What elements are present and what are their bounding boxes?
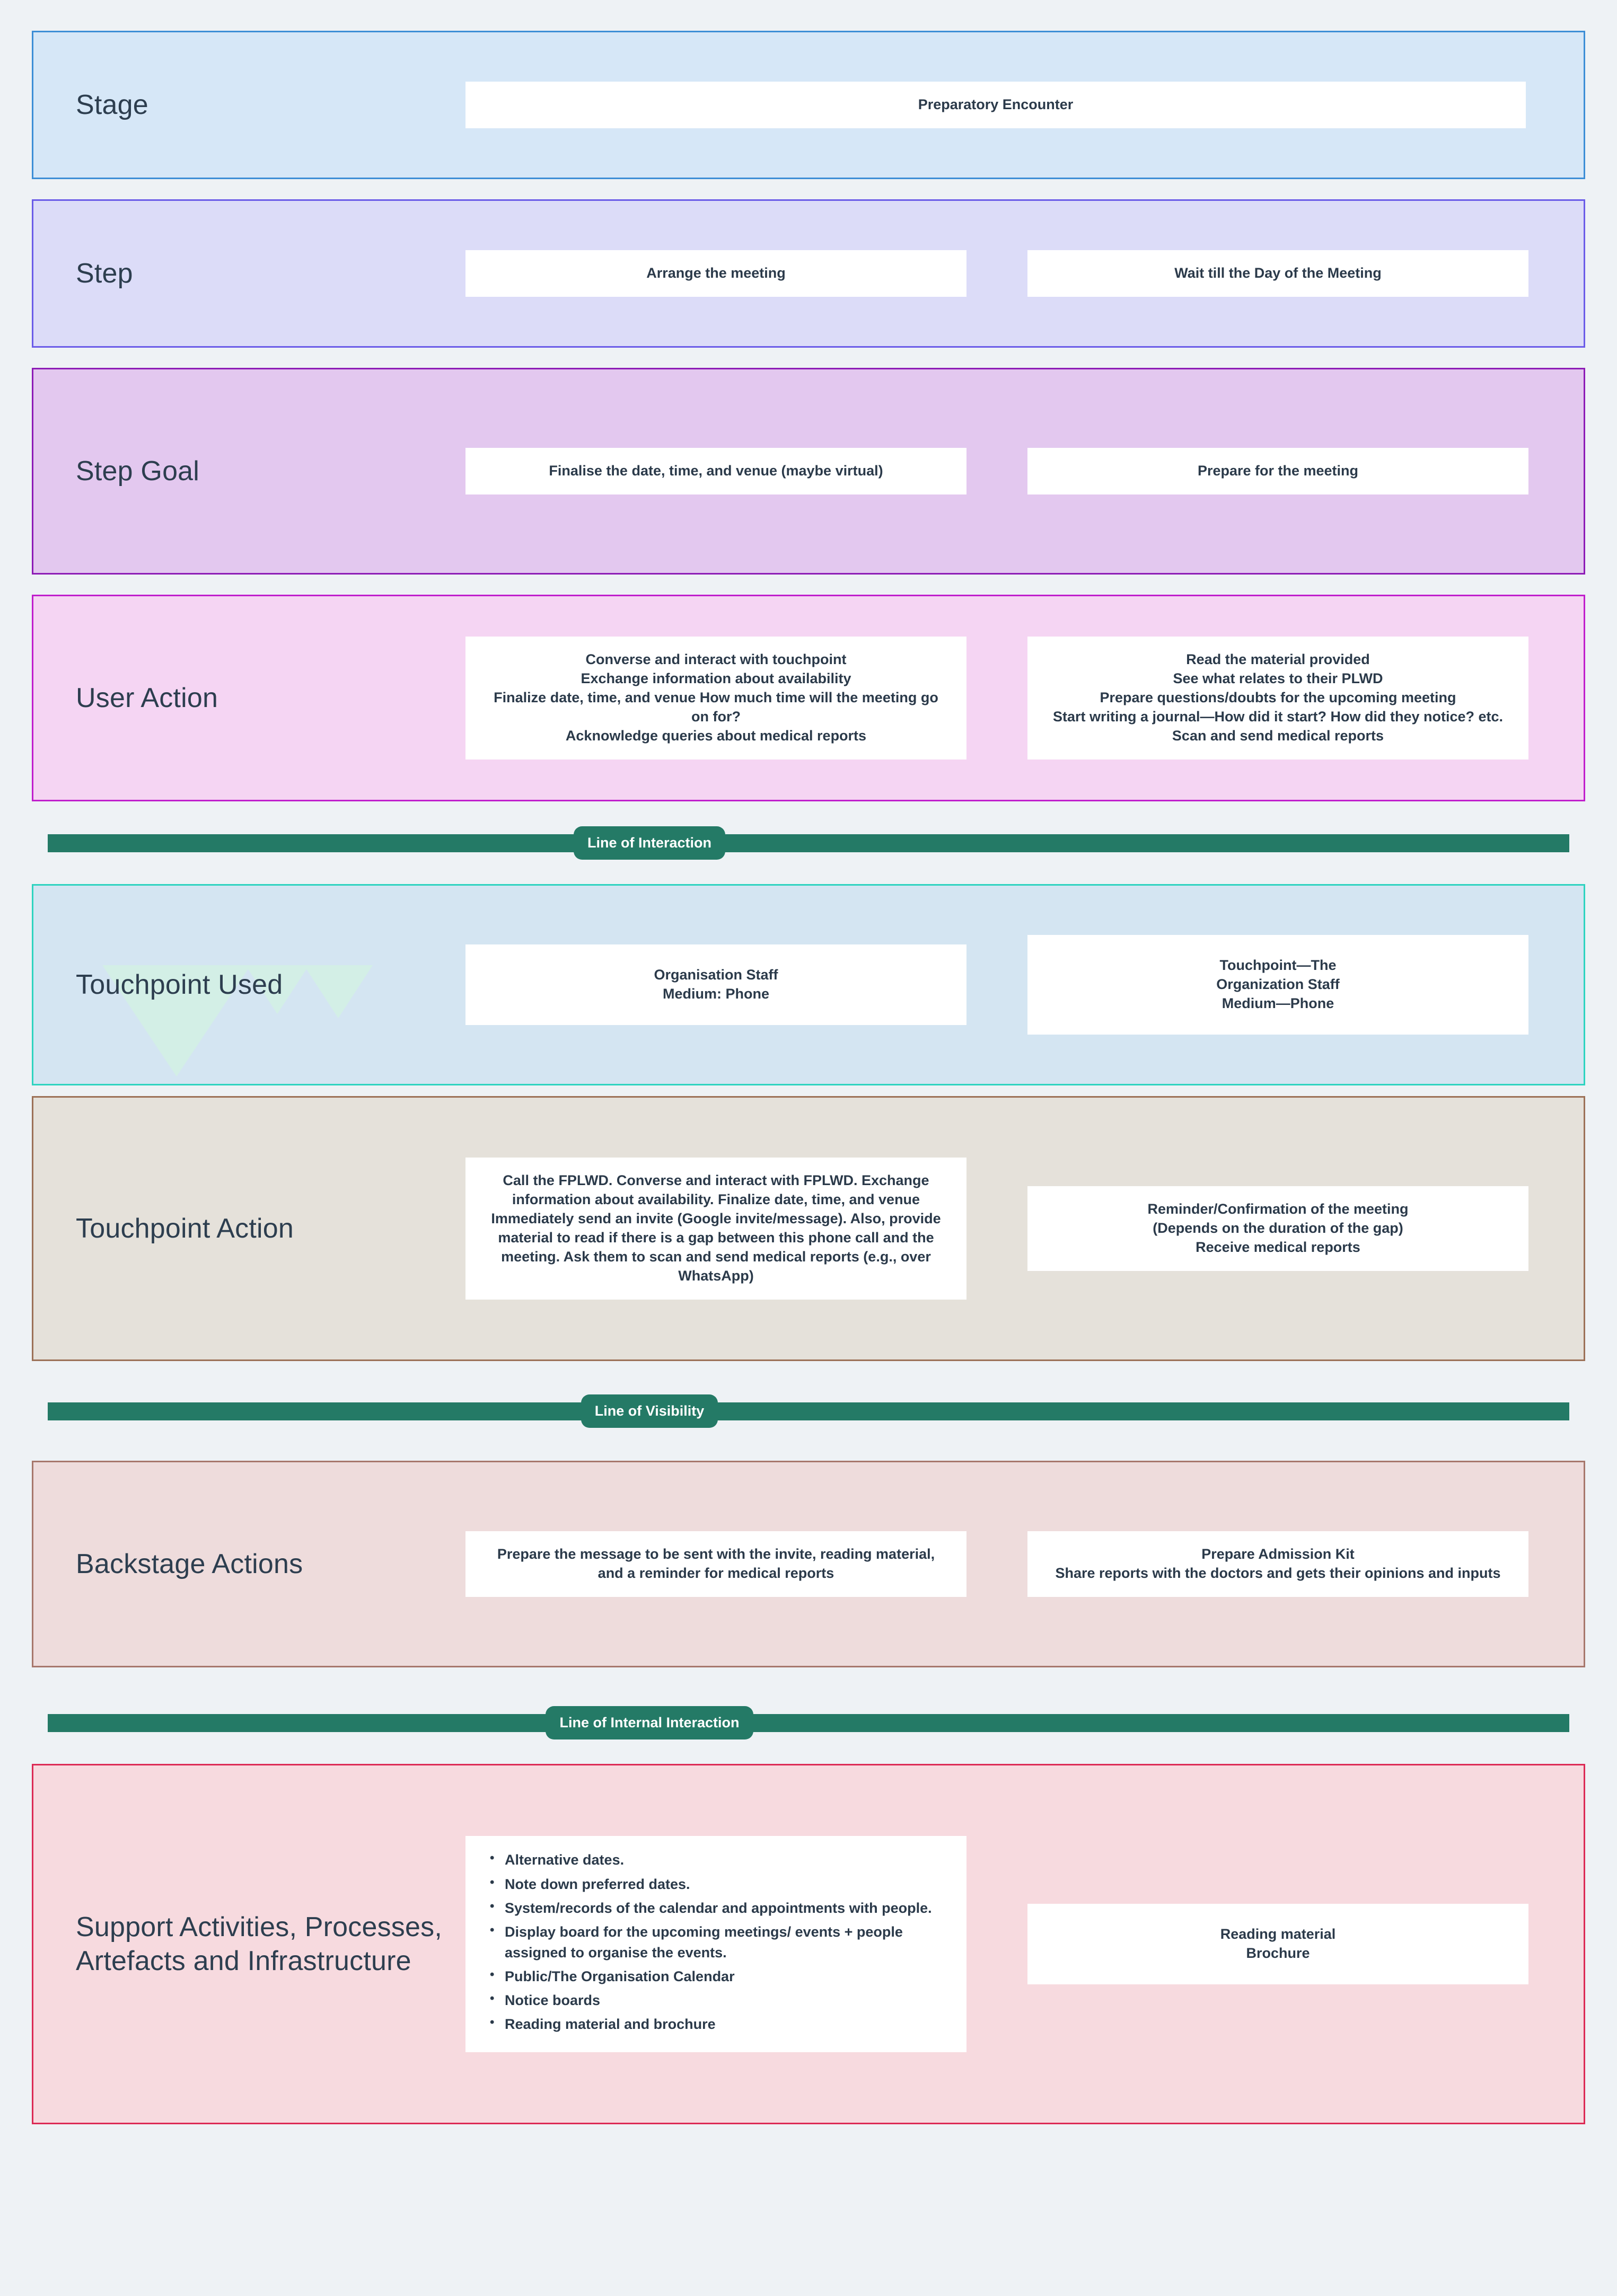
- lane-cells-step-goal: Finalise the date, time, and venue (mayb…: [465, 448, 1584, 494]
- lane-cells-stage: Preparatory Encounter: [465, 82, 1584, 128]
- lane-label-support-activities: Support Activities, Processes, Artefacts…: [76, 1911, 442, 1976]
- divider-bar: [48, 834, 1569, 852]
- lane-step: Step Arrange the meeting Wait till the D…: [32, 199, 1585, 348]
- list-item: Public/The Organisation Calendar: [488, 1966, 948, 1987]
- list-item: Reading material and brochure: [488, 2014, 948, 2035]
- lane-support-activities: Support Activities, Processes, Artefacts…: [32, 1764, 1585, 2124]
- lane-label-stage: Stage: [76, 89, 148, 120]
- divider-bar: [48, 1714, 1569, 1732]
- lane-cells-backstage-actions: Prepare the message to be sent with the …: [465, 1531, 1584, 1597]
- lane-cells-support-activities: Alternative dates. Note down preferred d…: [465, 1836, 1584, 2052]
- card-backstage-1[interactable]: Prepare the message to be sent with the …: [465, 1531, 966, 1597]
- lane-label-backstage-actions: Backstage Actions: [76, 1548, 303, 1579]
- list-item: Alternative dates.: [488, 1849, 948, 1870]
- divider-label-line-of-interaction: Line of Interaction: [573, 826, 725, 860]
- list-item: Note down preferred dates.: [488, 1874, 948, 1895]
- card-touchpoint-action-2[interactable]: Reminder/Confirmation of the meeting (De…: [1027, 1186, 1528, 1271]
- divider-line-of-visibility: Line of Visibility: [32, 1381, 1585, 1441]
- lane-backstage-actions: Backstage Actions Prepare the message to…: [32, 1461, 1585, 1667]
- lane-cells-user-action: Converse and interact with touchpoint Ex…: [465, 637, 1584, 760]
- list-item: Notice boards: [488, 1990, 948, 2011]
- divider-label-line-of-visibility: Line of Visibility: [581, 1394, 718, 1428]
- card-touchpoint-used-2[interactable]: Touchpoint—The Organization Staff Medium…: [1027, 935, 1528, 1035]
- support-bullet-list: Alternative dates. Note down preferred d…: [484, 1849, 948, 2035]
- card-user-action-2[interactable]: Read the material provided See what rela…: [1027, 637, 1528, 760]
- card-touchpoint-action-1[interactable]: Call the FPLWD. Converse and interact wi…: [465, 1158, 966, 1300]
- list-item: System/records of the calendar and appoi…: [488, 1897, 948, 1919]
- lane-label-touchpoint-action: Touchpoint Action: [76, 1213, 294, 1244]
- lane-touchpoint-used: Touchpoint Used Organisation Staff Mediu…: [32, 884, 1585, 1085]
- lane-user-action: User Action Converse and interact with t…: [32, 595, 1585, 801]
- card-step-2[interactable]: Wait till the Day of the Meeting: [1027, 250, 1528, 297]
- lane-label-step: Step: [76, 258, 133, 289]
- lane-label-user-action: User Action: [76, 682, 218, 713]
- list-item: Display board for the upcoming meetings/…: [488, 1921, 948, 1963]
- lane-touchpoint-action: Touchpoint Action Call the FPLWD. Conver…: [32, 1096, 1585, 1361]
- lane-label-touchpoint-used: Touchpoint Used: [76, 969, 283, 1000]
- lane-step-goal: Step Goal Finalise the date, time, and v…: [32, 368, 1585, 575]
- lane-label-step-goal: Step Goal: [76, 455, 200, 487]
- card-user-action-1[interactable]: Converse and interact with touchpoint Ex…: [465, 637, 966, 760]
- card-step-goal-1[interactable]: Finalise the date, time, and venue (mayb…: [465, 448, 966, 494]
- divider-bar: [48, 1402, 1569, 1420]
- card-touchpoint-used-1[interactable]: Organisation Staff Medium: Phone: [465, 944, 966, 1025]
- lane-cells-touchpoint-used: Organisation Staff Medium: Phone Touchpo…: [465, 935, 1584, 1035]
- card-support-2[interactable]: Reading material Brochure: [1027, 1904, 1528, 1984]
- divider-line-of-internal-interaction: Line of Internal Interaction: [32, 1693, 1585, 1752]
- divider-line-of-interaction: Line of Interaction: [32, 813, 1585, 872]
- card-backstage-2[interactable]: Prepare Admission Kit Share reports with…: [1027, 1531, 1528, 1597]
- divider-label-line-of-internal-interaction: Line of Internal Interaction: [546, 1706, 753, 1739]
- card-support-bullets[interactable]: Alternative dates. Note down preferred d…: [465, 1836, 966, 2052]
- card-step-goal-2[interactable]: Prepare for the meeting: [1027, 448, 1528, 494]
- card-stage-preparatory-encounter[interactable]: Preparatory Encounter: [465, 82, 1526, 128]
- lane-cells-step: Arrange the meeting Wait till the Day of…: [465, 250, 1584, 297]
- lane-cells-touchpoint-action: Call the FPLWD. Converse and interact wi…: [465, 1158, 1584, 1300]
- lane-stage: Stage Preparatory Encounter: [32, 31, 1585, 179]
- card-step-1[interactable]: Arrange the meeting: [465, 250, 966, 297]
